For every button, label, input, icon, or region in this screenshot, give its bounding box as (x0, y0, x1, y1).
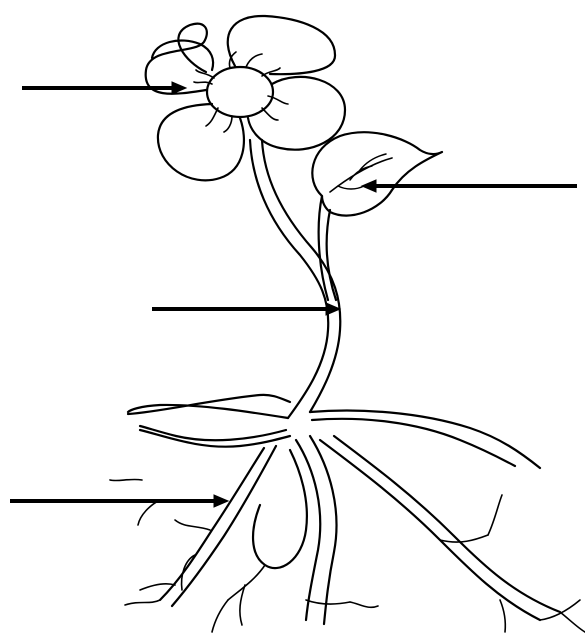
root-main-left (160, 448, 264, 600)
petal-bottom-right (248, 77, 345, 150)
leaf-vein-2 (338, 186, 364, 189)
leaf (312, 132, 442, 300)
root-right-2 (334, 436, 560, 612)
flower (146, 16, 345, 180)
leaf-outline (312, 132, 442, 215)
root-right (320, 440, 540, 620)
root-center-2 (310, 436, 337, 624)
pointer-arrows (10, 82, 577, 507)
root-upper-left-2 (128, 395, 290, 414)
roots (110, 395, 585, 632)
arrow-to-stem (152, 303, 340, 315)
petal-top-right (228, 16, 335, 74)
stem-right-edge (262, 140, 340, 412)
stem-left-edge (250, 140, 328, 418)
root-left-branch (140, 426, 286, 440)
arrow-to-leaf (362, 180, 577, 192)
root-center (296, 440, 320, 620)
stem (250, 140, 340, 418)
root-lump (253, 450, 307, 568)
arrow-to-roots (10, 495, 228, 507)
